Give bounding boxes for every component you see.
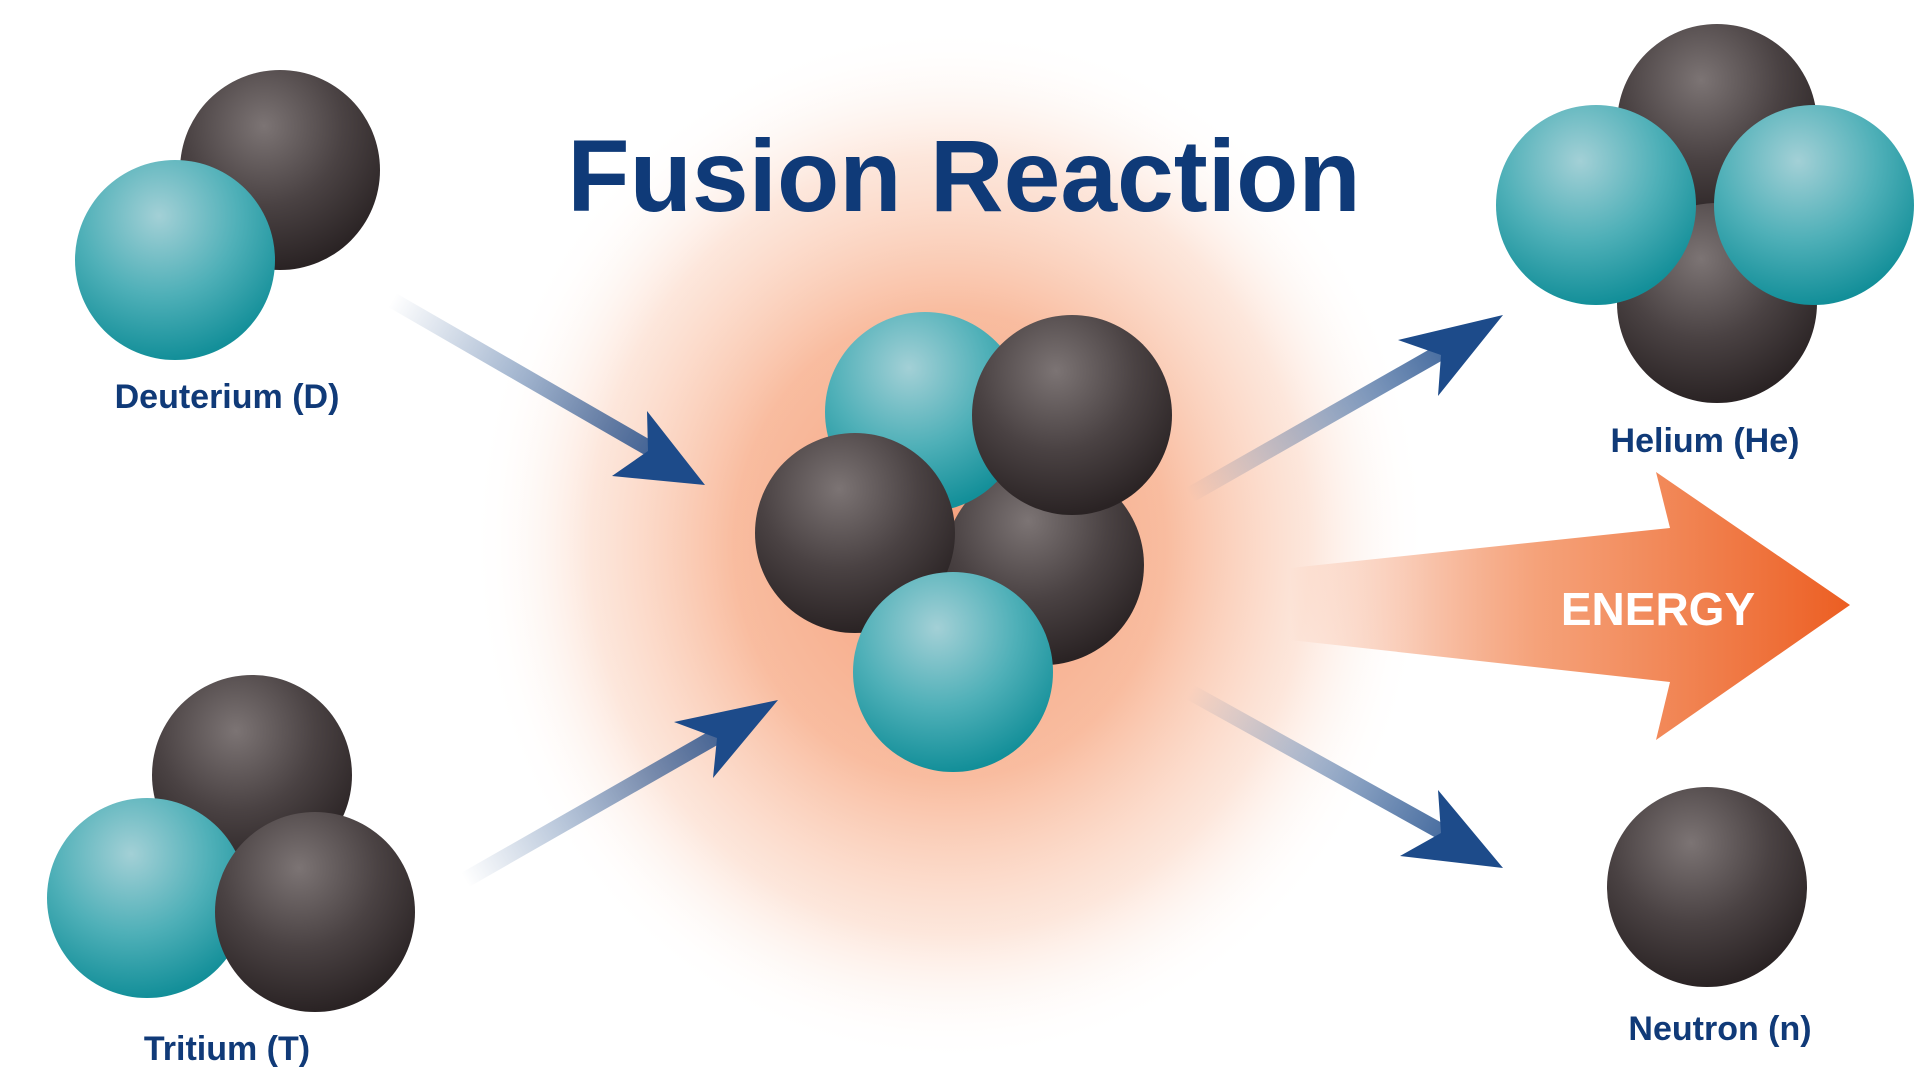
neutron-particle: [755, 433, 955, 633]
label-deuterium: Deuterium (D): [114, 378, 340, 416]
proton-particle: [75, 160, 275, 360]
arrow-helium-out: [1186, 315, 1503, 502]
label-helium: Helium (He): [1610, 422, 1800, 460]
proton-particle: [47, 798, 247, 998]
neutron-particle: [1607, 787, 1807, 987]
deuterium-nucleus: [75, 70, 380, 360]
neutron-output: [1607, 787, 1807, 987]
helium-nucleus: [1496, 24, 1914, 403]
label-tritium: Tritium (T): [143, 1030, 311, 1068]
proton-particle: [853, 572, 1053, 772]
neutron-particle: [972, 315, 1172, 515]
label-neutron: Neutron (n): [1628, 1010, 1812, 1048]
proton-particle: [1714, 105, 1914, 305]
diagram-title: Fusion Reaction: [567, 119, 1361, 233]
arrow-tritium-in: [461, 700, 778, 887]
proton-particle: [1496, 105, 1696, 305]
label-energy: ENERGY: [1560, 583, 1756, 635]
fusing-nucleus: [755, 312, 1172, 772]
tritium-nucleus: [47, 675, 415, 1012]
arrow-neutron-out: [1186, 685, 1503, 868]
energy-arrow: [1290, 472, 1850, 740]
arrow-deuterium-in: [388, 293, 705, 485]
neutron-particle: [215, 812, 415, 1012]
